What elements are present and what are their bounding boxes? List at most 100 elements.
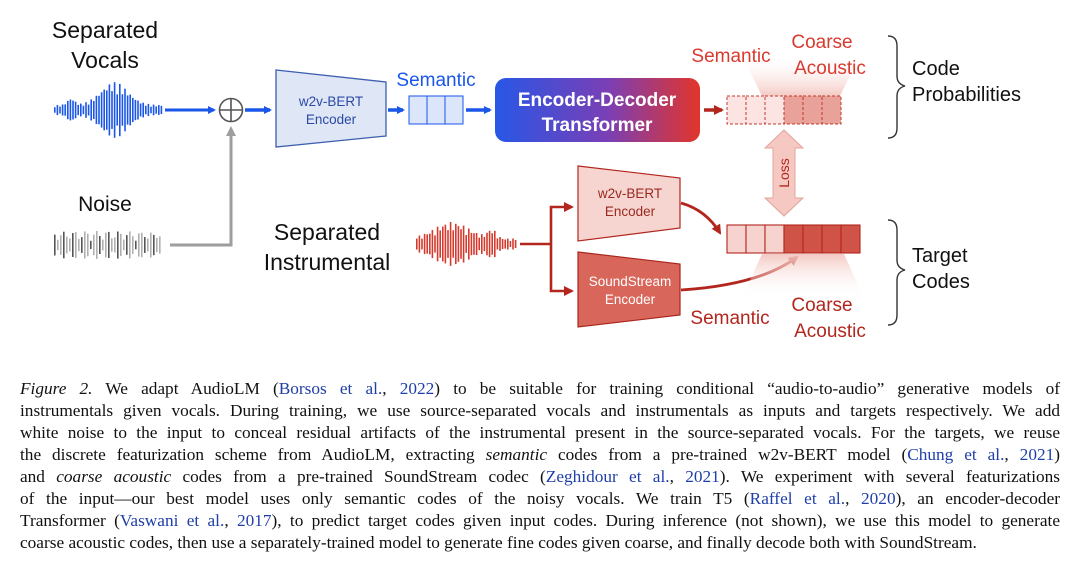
transformer-label-line1: Encoder-Decoder [518,90,677,111]
waveform-bar [64,104,66,116]
target-coarse-label-line1: Coarse [791,295,852,316]
waveform-bar [111,238,113,252]
waveform-bar [473,233,475,255]
citation-borsos[interactable]: Borsos et al. [278,379,383,398]
waveform-bar [160,105,163,114]
waveform-bar [150,232,152,258]
to-soundstream-arrow [549,244,574,296]
waveform-bar [77,104,79,116]
waveform-bar [113,82,116,138]
citation-raffel[interactable]: Raffel et al. [749,489,846,508]
caption-line-7: Transformer (Vaswani et al., 2017), to p… [20,511,1060,530]
vocals-label-line1: Separated [52,17,158,43]
waveform-bar [108,231,110,258]
noise-label: Noise [78,193,132,216]
citation-zeghidour-year[interactable]: 2021 [685,467,720,486]
waveform-bar [159,236,161,254]
waveform-bar [69,238,71,252]
waveform-bar [117,231,119,259]
code-probabilities-label-line1: Code [912,58,960,80]
waveform-bar [132,97,134,123]
caption-line-8: coarse acoustic codes, then use a separa… [20,533,977,552]
citation-vaswani-year[interactable]: 2017 [236,511,272,530]
citation-vaswani[interactable]: Vaswani et al. [119,511,225,530]
waveform-bar [421,238,423,250]
bottom-w2v-label-line1: w2v-BERT [597,186,662,201]
bottom-w2v-bert-encoder [577,165,681,242]
top-encoder-label-line1: w2v-BERT [298,94,363,109]
code-probabilities-brace [887,35,906,139]
waveform-bar [465,235,467,253]
loss-arrow [763,129,805,217]
target-glow [742,254,864,298]
waveform-bar [119,83,121,137]
to-w2v-bert-arrow [549,202,574,244]
waveform-bar [434,235,436,253]
waveform-bar [426,234,428,254]
output-coarse-label-line2: Acoustic [794,58,866,79]
waveform-bar [499,237,501,251]
waveform-bar [126,235,128,255]
waveform-bar [96,231,98,259]
citation-zeghidour[interactable]: Zeghidour et al. [545,467,670,486]
figure-caption: Figure 2. We adapt AudioLM (Borsos et al… [20,378,1060,554]
caption-line-4: the discrete featurization scheme from A… [20,445,1060,464]
waveform-bar [93,101,95,119]
waveform-bar [452,230,454,258]
waveform-bar [121,94,124,126]
waveform-bar [85,102,87,118]
citation-raffel-year[interactable]: 2020 [861,489,896,508]
waveform-bar [100,92,103,128]
waveform-bar [81,237,83,253]
caption-line-2: instrumentals given vocals. During train… [20,401,1060,420]
waveform-bar [145,105,147,115]
waveform-bar [455,223,457,265]
waveform-bar [105,232,107,258]
target-semantic-label: Semantic [690,308,769,329]
w2v-to-target-arrow [680,201,722,235]
waveform-bar [144,237,146,253]
waveform-bar [106,90,108,130]
waveform-bar [67,100,69,120]
output-code-probabilities [726,95,842,125]
waveform-bar [59,106,61,114]
waveform-bar [150,106,152,114]
waveform-bar [468,228,470,260]
waveform-bar [512,238,514,250]
vocals-waveform [54,82,163,138]
waveform-bar [116,94,118,126]
citation-chung[interactable]: Chung et al. [907,445,1005,464]
target-codes-brace [887,219,906,326]
waveform-bar [90,240,92,250]
target-coarse-label-line2: Acoustic [794,321,866,342]
output-glow [742,55,860,96]
citation-borsos-year[interactable]: 2022 [399,379,435,398]
waveform-bar [135,240,137,250]
waveform-bar [147,238,149,252]
waveform-bar [142,102,144,118]
waveform-bar [102,239,104,251]
waveform-bar [416,238,418,250]
waveform-bar [436,226,439,262]
soundstream-encoder [577,251,681,328]
waveform-bar [504,239,506,249]
citation-chung-year[interactable]: 2021 [1019,445,1055,464]
waveform-bar [457,226,460,262]
output-coarse-label-line1: Coarse [791,32,852,53]
waveform-bar [60,235,62,255]
waveform-bar [423,233,426,255]
target-codes-label-line1: Target [912,245,968,267]
waveform-bar [82,105,85,115]
vocals-label-line2: Vocals [71,47,139,73]
waveform-bar [152,104,155,116]
waveform-bar [507,238,509,250]
caption-line-1: Figure 2. We adapt AudioLM (Borsos et al… [20,379,1060,398]
waveform-bar [66,236,68,254]
waveform-bar [126,95,129,125]
waveform-bar [74,101,77,119]
waveform-bar [478,237,480,251]
waveform-bar [132,236,134,254]
waveform-bar [98,95,100,125]
waveform-bar [134,99,137,121]
top-encoder-label-line2: Encoder [306,112,357,127]
